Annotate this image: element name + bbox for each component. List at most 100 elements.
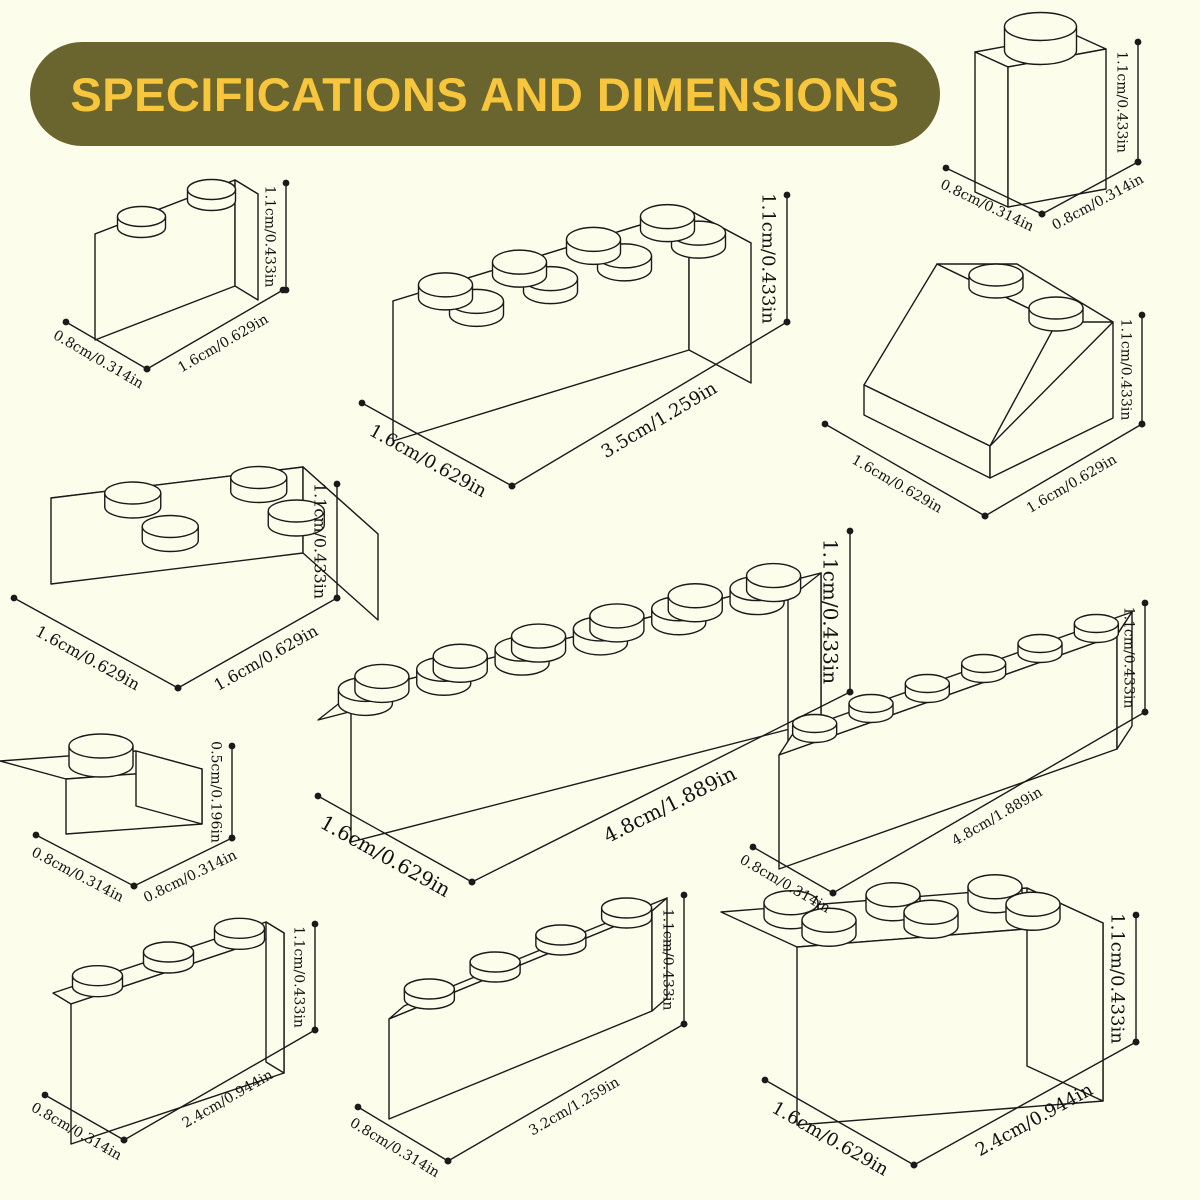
dimension-end-dot bbox=[981, 512, 989, 520]
stud bbox=[267, 499, 325, 537]
stud bbox=[116, 205, 167, 239]
brick-2x2 bbox=[50, 465, 379, 621]
brick-1x2-height-label: 1.1cm/0.433in bbox=[262, 186, 278, 288]
dimension-end-dot bbox=[1134, 158, 1142, 166]
stud bbox=[589, 603, 645, 643]
stud bbox=[417, 272, 474, 311]
dimension-end-dot bbox=[680, 1020, 688, 1028]
dimension-end-dot bbox=[174, 684, 182, 692]
dimension-end-dot bbox=[1134, 38, 1142, 46]
title-banner: SPECIFICATIONS AND DIMENSIONS bbox=[30, 42, 940, 146]
brick-2x2-depth-label: 1.6cm/0.629in bbox=[32, 622, 143, 695]
stud bbox=[967, 874, 1023, 914]
dimension-end-dot bbox=[749, 843, 757, 851]
brick-2x3 bbox=[720, 874, 1104, 1126]
brick-2x6-height-line bbox=[846, 527, 854, 696]
dimension-end-dot bbox=[314, 792, 322, 800]
dimension-end-dot bbox=[143, 365, 151, 373]
plate-1x1 bbox=[0, 733, 203, 835]
dimension-end-dot bbox=[1138, 420, 1146, 428]
dimension-end-dot bbox=[311, 920, 319, 928]
brick-1x6-height-line bbox=[1141, 599, 1149, 716]
stud bbox=[68, 733, 134, 778]
dimension-end-dot bbox=[282, 179, 290, 187]
brick-1x2 bbox=[94, 178, 259, 341]
stud bbox=[142, 941, 195, 974]
brick-1x1-height-label: 1.1cm/0.433in bbox=[1114, 51, 1130, 153]
brick-2x6-length-label: 4.8cm/1.889in bbox=[599, 761, 740, 848]
brick-2x2-height-line bbox=[333, 480, 341, 602]
dimension-end-dot bbox=[910, 1161, 918, 1169]
stud bbox=[104, 481, 162, 519]
dimension-end-dot bbox=[1138, 311, 1146, 319]
brick-2x2-length-line bbox=[174, 594, 341, 692]
stud bbox=[186, 178, 237, 212]
stud bbox=[968, 263, 1024, 299]
stud bbox=[791, 713, 838, 744]
brick-2x6-height-label: 1.1cm/0.433in bbox=[819, 539, 843, 684]
brick-2x4-height-label: 1.1cm/0.433in bbox=[758, 193, 779, 324]
brick-2x2-depth-line bbox=[10, 594, 182, 692]
dimension-end-dot bbox=[41, 1091, 49, 1099]
brick-1x6 bbox=[778, 611, 1133, 870]
stud bbox=[801, 907, 857, 947]
page-title: SPECIFICATIONS AND DIMENSIONS bbox=[70, 67, 900, 121]
dimension-end-dot bbox=[311, 1026, 319, 1034]
dimension-end-dot bbox=[821, 420, 829, 428]
dimension-end-dot bbox=[942, 164, 950, 172]
dimension-end-dot bbox=[32, 831, 40, 839]
brick-2x3-height-line bbox=[1132, 911, 1140, 1046]
plate-1x1-width-label: 0.8cm/0.314in bbox=[141, 847, 239, 906]
stud bbox=[639, 203, 696, 243]
stud bbox=[1005, 891, 1061, 931]
stud bbox=[535, 924, 587, 956]
stud bbox=[600, 897, 653, 929]
stud bbox=[904, 673, 951, 704]
dimension-end-dot bbox=[1038, 210, 1046, 218]
brick-2x2-length-label: 1.6cm/0.629in bbox=[211, 621, 321, 695]
dimension-end-dot bbox=[1132, 911, 1140, 919]
brick-2x4-length-label: 3.5cm/1.259in bbox=[598, 378, 721, 463]
stud bbox=[1017, 633, 1063, 664]
dimension-end-dot bbox=[846, 527, 854, 535]
plate-1x1-height-label: 0.5cm/0.196in bbox=[208, 741, 224, 843]
dimension-end-dot bbox=[10, 594, 18, 602]
dimension-end-dot bbox=[120, 1136, 128, 1144]
stud bbox=[1003, 11, 1078, 66]
stud bbox=[1073, 613, 1120, 644]
dimension-end-dot bbox=[783, 318, 791, 326]
brick-1x3 bbox=[52, 917, 285, 1145]
dimension-end-dot bbox=[228, 834, 236, 842]
dimension-end-dot bbox=[1132, 1038, 1140, 1046]
dimension-end-dot bbox=[282, 286, 290, 294]
stud bbox=[213, 917, 266, 950]
brick-1x2-height-line bbox=[282, 179, 290, 294]
plate-1x1-height-line bbox=[228, 742, 236, 842]
slope-2x2-height-line bbox=[1138, 311, 1146, 428]
stud bbox=[510, 623, 567, 663]
stud bbox=[403, 978, 456, 1010]
stud bbox=[745, 562, 802, 603]
dimension-end-dot bbox=[829, 889, 837, 897]
stud bbox=[71, 964, 124, 998]
stud bbox=[667, 583, 723, 623]
dimension-end-dot bbox=[1141, 708, 1149, 716]
brick-1x4-height-label: 1.1cm/0.433in bbox=[660, 909, 676, 1011]
dimension-end-dot bbox=[333, 594, 341, 602]
stud bbox=[848, 693, 894, 724]
dimension-end-dot bbox=[130, 882, 138, 890]
dimension-end-dot bbox=[354, 1103, 362, 1111]
brick-1x4 bbox=[388, 897, 668, 1120]
brick-1x3-height-label: 1.1cm/0.433in bbox=[291, 926, 307, 1028]
slope-2x2 bbox=[863, 263, 1114, 479]
stud bbox=[354, 663, 410, 704]
dimension-end-dot bbox=[846, 688, 854, 696]
dimension-end-dot bbox=[333, 480, 341, 488]
brick-2x4-depth-label: 1.6cm/0.629in bbox=[366, 420, 491, 502]
dimension-end-dot bbox=[761, 1076, 769, 1084]
brick-1x1-height-line bbox=[1134, 38, 1142, 166]
brick-1x4-depth-label: 0.8cm/0.314in bbox=[347, 1115, 442, 1181]
stud bbox=[230, 465, 288, 504]
brick-2x4 bbox=[392, 203, 752, 442]
